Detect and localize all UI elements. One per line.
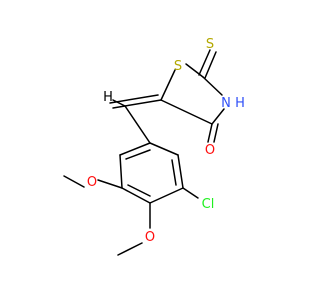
bond-c5-cvinyl-a bbox=[112, 99, 162, 109]
bond-ar2-ar3 bbox=[177, 154, 184, 189]
atom-labels: S S N H O H Cl O O bbox=[87, 37, 245, 245]
bond-ar5-ar6 bbox=[119, 154, 123, 189]
bond-ar3-ar4 bbox=[149, 187, 184, 204]
bond-ar6-ar1 bbox=[119, 142, 151, 156]
bond-o-ch3-lower bbox=[117, 242, 143, 256]
bond-c2-s1 bbox=[185, 63, 204, 78]
bond-n3-c4 bbox=[211, 108, 225, 125]
bonds bbox=[63, 49, 225, 256]
bond-c4-o-a bbox=[207, 123, 213, 143]
bond-ar4-ar5-inner bbox=[127, 184, 151, 197]
bond-c4-c5 bbox=[160, 99, 213, 125]
atom-n-ring: N bbox=[221, 96, 231, 111]
atom-o-methoxy-upper: O bbox=[87, 175, 97, 190]
bond-c2-s-thione-a bbox=[204, 51, 217, 79]
bond-ar1-ar2 bbox=[149, 142, 179, 156]
bond-c2-n3 bbox=[202, 76, 223, 96]
atom-o-methoxy-lower: O bbox=[145, 230, 155, 245]
bond-cvinyl-ar1 bbox=[124, 105, 151, 144]
atom-h-vinyl: H bbox=[103, 90, 113, 105]
atom-cl: Cl bbox=[202, 197, 215, 212]
bond-ar4-ar5 bbox=[121, 187, 151, 204]
bond-ar2-ar3-inner bbox=[171, 159, 177, 186]
atom-h-nh: H bbox=[235, 96, 245, 111]
atom-s-thione: S bbox=[206, 37, 214, 52]
bond-ar3-cl bbox=[182, 187, 199, 199]
bond-ar6-ar1-inner bbox=[125, 149, 151, 160]
bond-ar5-o bbox=[97, 179, 123, 189]
bond-c4-o-b bbox=[213, 123, 219, 143]
structure-canvas: S S N H O H Cl O O bbox=[63, 37, 245, 256]
molecule-diagram: S S N H O H Cl O O bbox=[63, 37, 245, 256]
atom-s-ring: S bbox=[174, 59, 182, 74]
atom-o-carbonyl: O bbox=[205, 143, 215, 158]
bond-cvinyl-h bbox=[112, 99, 126, 107]
bond-s1-c5 bbox=[160, 69, 176, 101]
bond-o-ch3-upper bbox=[63, 175, 85, 188]
bond-c2-s-thione-b bbox=[198, 49, 211, 76]
